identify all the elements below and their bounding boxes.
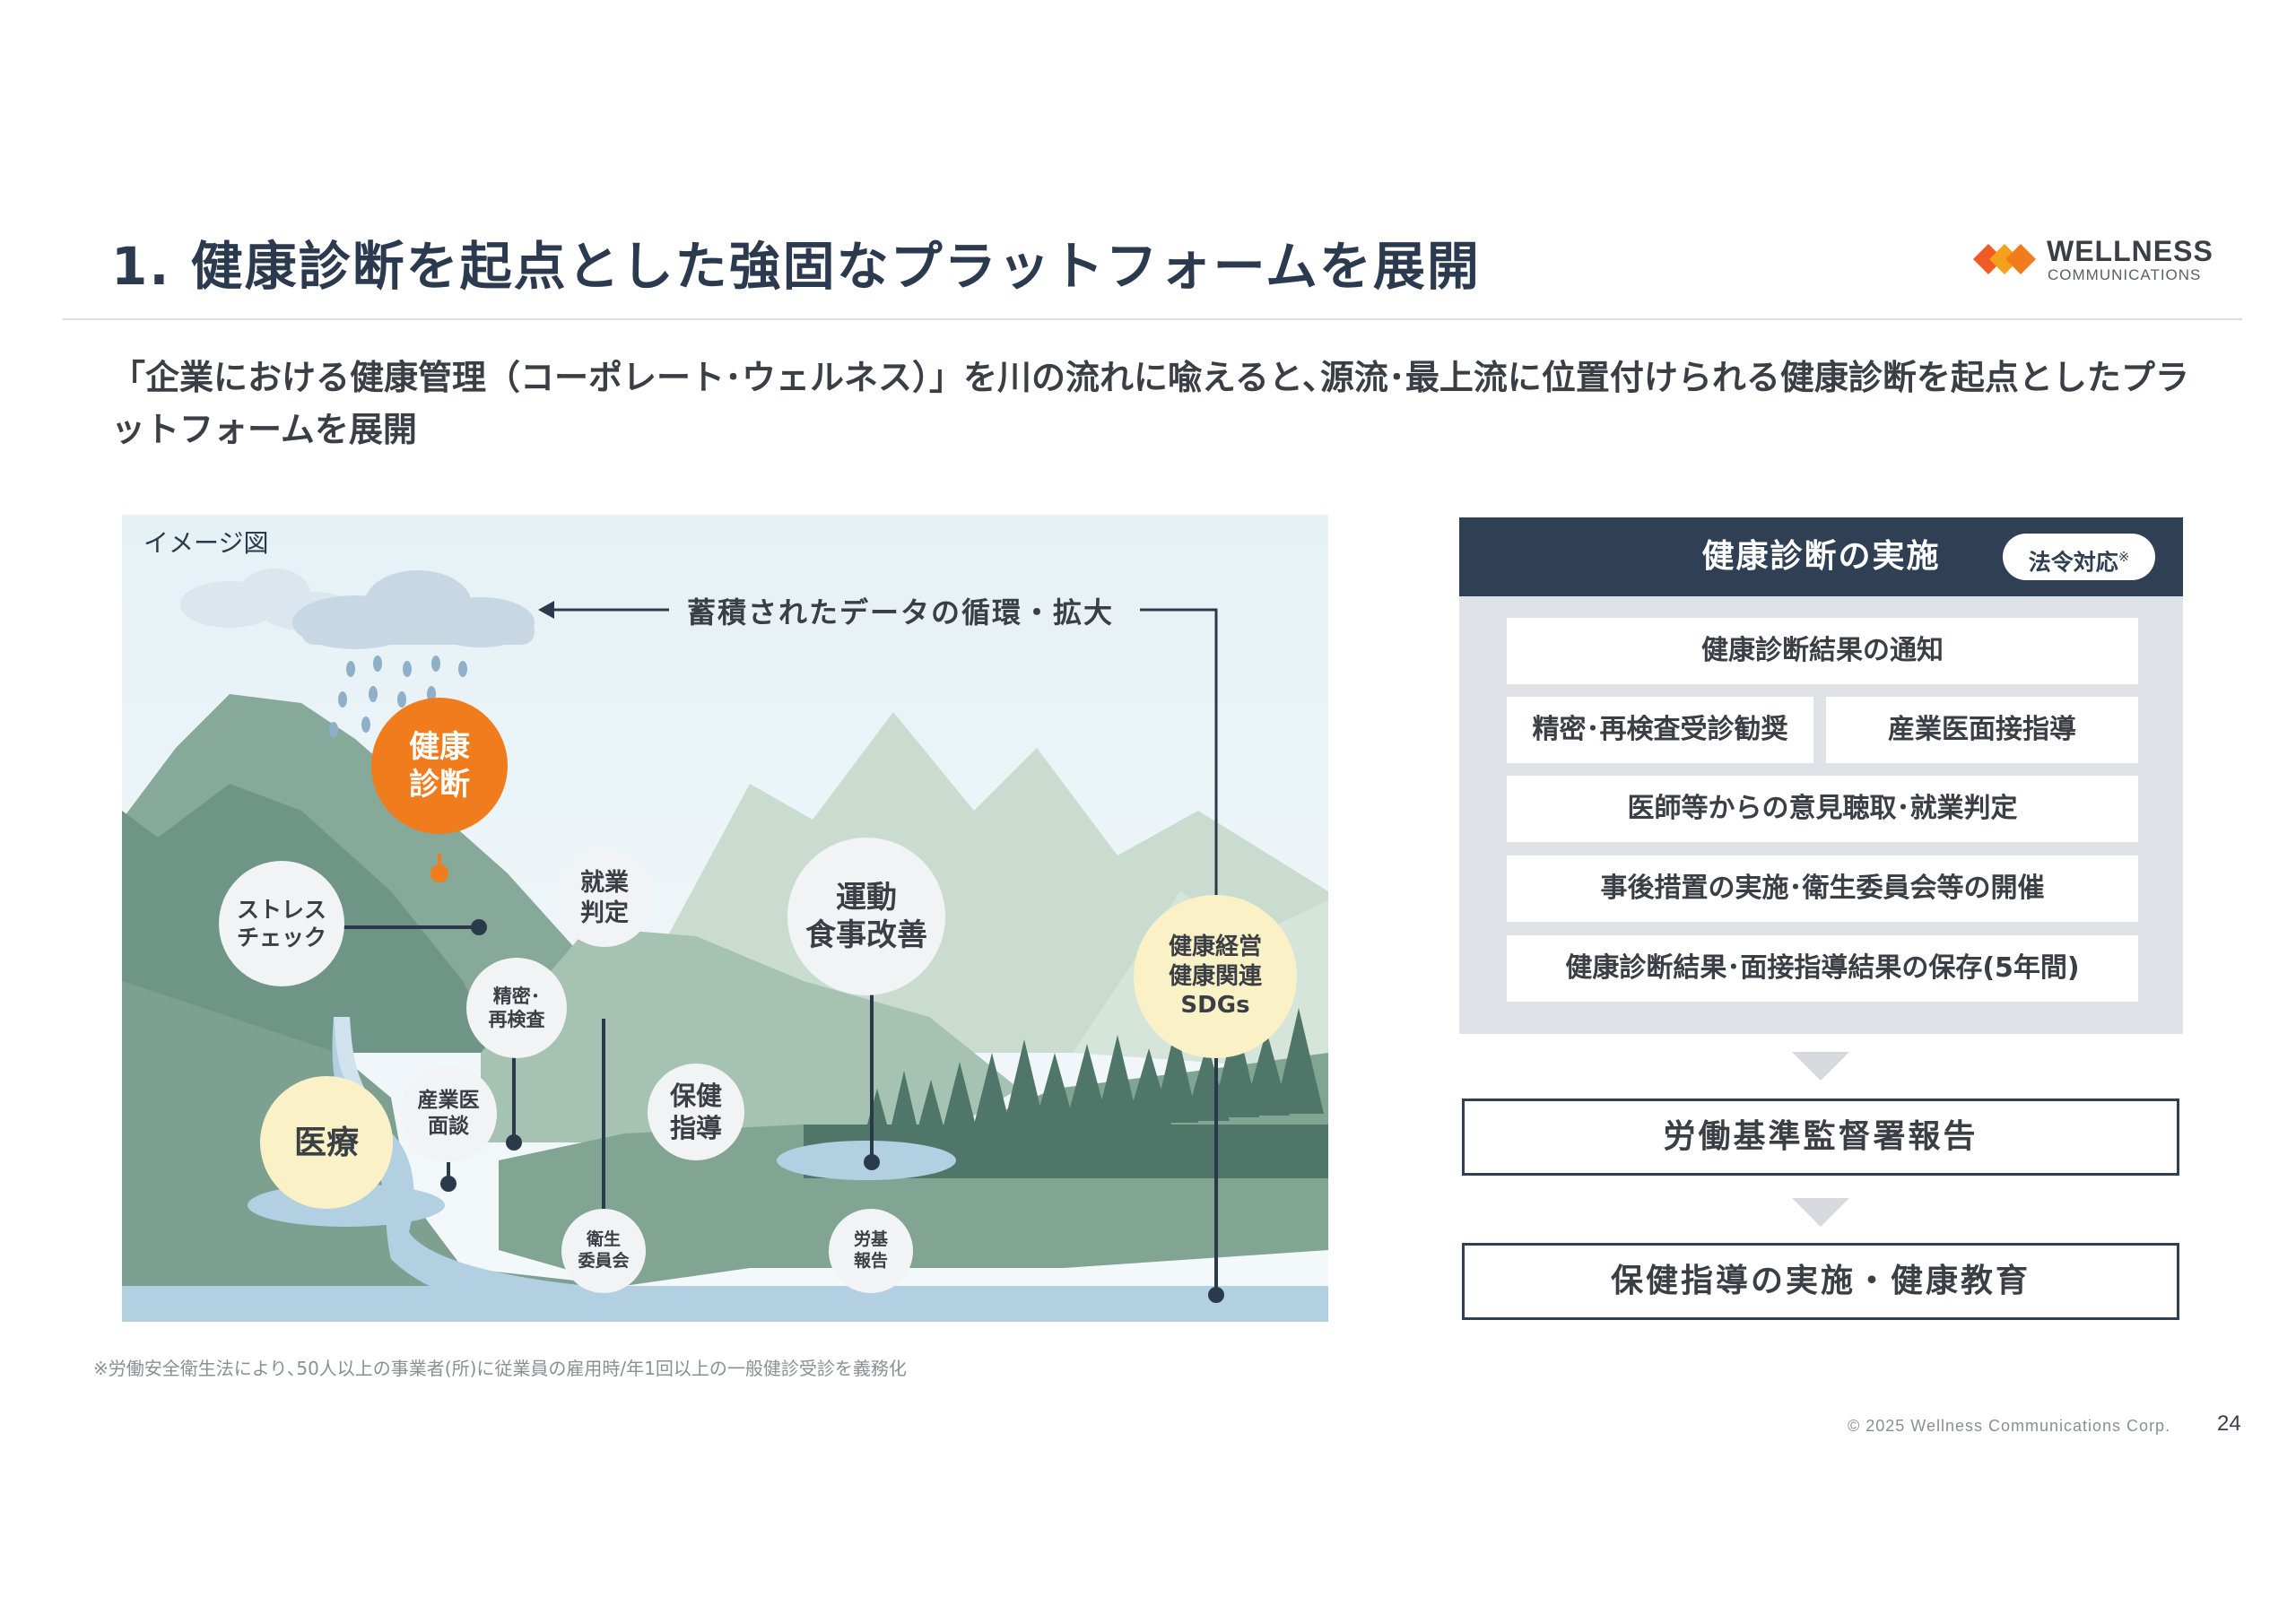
arrow-down-icon (1792, 1052, 1849, 1081)
item-result-storage: 健康診断結果･面接指導結果の保存(5年間) (1507, 935, 2138, 1002)
logo-subtitle: COMMUNICATIONS (2048, 266, 2202, 283)
bubble-detailed-recheck: 精密･ 再検査 (466, 958, 567, 1058)
bubble-occupational-physician: 産業医 面談 (400, 1065, 497, 1162)
bubble-exercise-diet: 運動 食事改善 (787, 838, 945, 995)
copyright: © 2025 Wellness Communications Corp. (1848, 1417, 2171, 1435)
checkup-panel-body: 健康診断結果の通知 精密･再検査受診勧奨 産業医面接指導 医師等からの意見聴取･… (1459, 596, 2183, 1034)
bubble-labor-report: 労基 報告 (829, 1209, 913, 1293)
page-title: 1. 健康診断を起点とした強固なプラットフォームを展開 (111, 236, 1481, 297)
bubble-stress-check: ストレス チェック (219, 861, 344, 986)
bubble-work-judgement: 就業 判定 (556, 850, 653, 947)
bubble-medical: 医療 (260, 1076, 393, 1209)
bubble-health-management-sdgs: 健康経営 健康関連 SDGs (1134, 895, 1297, 1058)
company-logo: WELLNESS COMMUNICATIONS (1973, 235, 2215, 287)
landscape-graphic (122, 515, 1328, 1322)
item-physician-interview: 産業医面接指導 (1826, 697, 2138, 763)
title-divider (63, 318, 2242, 320)
bubble-health-checkup: 健康 診断 (371, 698, 508, 834)
checkup-panel-title: 健康診断の実施 (1701, 538, 1941, 575)
arrow-down-icon (1792, 1198, 1849, 1227)
illustration-label: イメージ図 (144, 528, 269, 558)
logo-wordmark: WELLNESS (2047, 235, 2213, 267)
bubble-health-committee: 衛生 委員会 (561, 1209, 646, 1293)
lead-text: 「企業における健康管理（コーポレート･ウェルネス）」を川の流れに喩えると､源流･… (111, 358, 2189, 449)
wellness-logo-icon (1973, 244, 2036, 274)
item-recheck-recommendation: 精密･再検査受診勧奨 (1507, 697, 1813, 763)
data-cycle-label: 蓄積されたデータの循環・拡大 (687, 595, 1115, 630)
footnote: ※労働安全衛生法により､50人以上の事業者(所)に従業員の雇用時/年1回以上の一… (93, 1358, 907, 1379)
health-education-box: 保健指導の実施・健康教育 (1462, 1243, 2179, 1320)
labor-bureau-report-box: 労働基準監督署報告 (1462, 1099, 2179, 1176)
arrow-left-icon (538, 601, 554, 619)
river-illustration: イメージ図 蓄積されたデータの循環・拡大 健康 診断 ストレス チェック 就業 … (122, 515, 1328, 1322)
checkup-panel-header: 健康診断の実施 法令対応※ (1459, 517, 2183, 596)
item-aftercare-measures: 事後措置の実施･衛生委員会等の開催 (1507, 855, 2138, 922)
item-result-notice: 健康診断結果の通知 (1507, 618, 2138, 684)
item-doctor-opinion: 医師等からの意見聴取･就業判定 (1507, 776, 2138, 842)
legal-compliance-badge: 法令対応※ (2003, 534, 2155, 580)
page-number: 24 (2217, 1411, 2241, 1436)
bubble-health-guidance: 保健 指導 (648, 1064, 744, 1160)
